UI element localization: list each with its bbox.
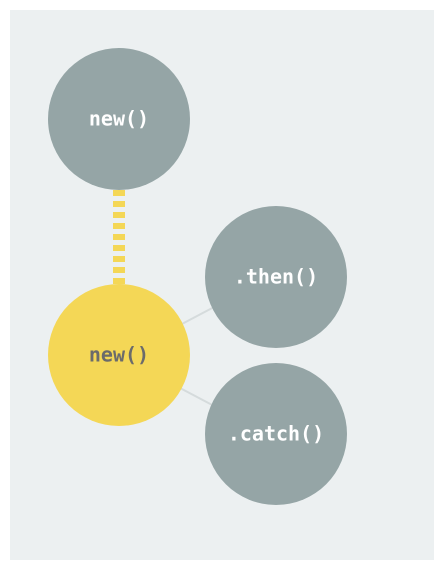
- node-root-label: new(): [89, 107, 149, 131]
- node-catch-circle: [205, 363, 347, 505]
- node-child-circle: [48, 284, 190, 426]
- node-child-label: new(): [89, 343, 149, 367]
- node-then: .then(): [205, 206, 347, 348]
- node-child: new(): [48, 284, 190, 426]
- node-root: new(): [48, 48, 190, 190]
- node-root-circle: [48, 48, 190, 190]
- node-then-label: .then(): [234, 265, 318, 289]
- node-catch-label: .catch(): [228, 422, 324, 446]
- edge-child-to-catch: [179, 387, 217, 408]
- node-then-circle: [205, 206, 347, 348]
- edge-child-to-then: [179, 305, 217, 326]
- node-catch: .catch(): [205, 363, 347, 505]
